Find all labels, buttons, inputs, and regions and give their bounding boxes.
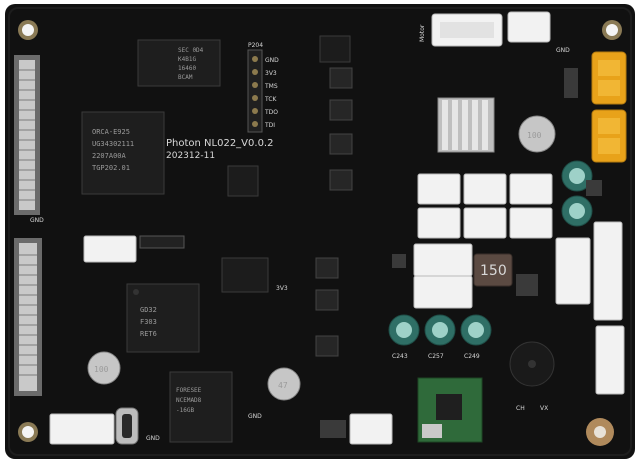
mcu-chip: GD32 F303 RET6 xyxy=(126,283,200,353)
chip-text: K4B1G xyxy=(178,56,196,63)
fpc-connector-bottom xyxy=(14,238,42,396)
chip-text: UG34302111 xyxy=(92,140,134,148)
chip-text: RET6 xyxy=(140,330,157,338)
electrolytic-capacitor: 100 xyxy=(518,115,556,153)
fpc-connector-top xyxy=(14,55,40,215)
chip-text: TGP202.01 xyxy=(92,164,130,172)
electrolytic-capacitor: 100 xyxy=(87,351,121,385)
gnd-label: GND xyxy=(248,413,262,420)
cap-value: 100 xyxy=(527,131,542,140)
buzzer xyxy=(509,341,555,387)
chip-text: BCAM xyxy=(178,74,193,81)
chip-text: -16GB xyxy=(176,407,194,414)
cap-value: 47 xyxy=(278,381,288,390)
usb-c-port xyxy=(115,407,139,445)
teal-capacitor xyxy=(460,314,492,346)
chip-text: 2207A00A xyxy=(92,152,127,160)
electrolytic-capacitor: 47 xyxy=(267,367,301,401)
flash-chip: SEC 0D4 K4B1G 16460 BCAM xyxy=(137,39,221,87)
ch-label: CH xyxy=(516,405,525,412)
power-inductor: 150 xyxy=(473,253,513,287)
chip-text: SEC 0D4 xyxy=(178,47,204,54)
mounting-hole xyxy=(602,20,622,40)
motor-connector xyxy=(431,13,503,47)
emmc-chip: FORESEE NCEMAD8 -16GB xyxy=(169,371,233,443)
motor-label: Motor xyxy=(419,24,426,42)
regulator-array xyxy=(315,67,353,357)
xt-power-connector xyxy=(591,51,627,105)
teal-capacitor xyxy=(388,314,420,346)
board-date-code: 202312-11 xyxy=(166,151,215,161)
gnd-label: GND xyxy=(30,217,44,224)
small-ic xyxy=(227,165,259,197)
chip-text: ORCA-E925 xyxy=(92,128,130,136)
vx-label: VX xyxy=(540,405,548,412)
cap-label: C249 xyxy=(464,353,480,360)
chip-text: 16460 xyxy=(178,65,196,72)
mounting-hole xyxy=(18,20,38,40)
header-pin-label: TDI xyxy=(264,122,275,129)
small-ic xyxy=(319,35,351,63)
gnd-label: GND xyxy=(146,435,160,442)
jst-connector-bottom-left xyxy=(49,413,115,445)
mounting-hole xyxy=(586,418,614,446)
small-components xyxy=(139,68,602,438)
mounting-hole xyxy=(18,422,38,442)
small-ic xyxy=(221,257,269,293)
chip-text: NCEMAD8 xyxy=(176,397,202,404)
gnd-label: GND xyxy=(556,47,570,54)
inductor-value: 150 xyxy=(480,263,507,279)
header-label: P204 xyxy=(248,42,263,49)
jtag-header xyxy=(247,49,263,133)
xt-power-connector xyxy=(591,109,627,163)
connector-small xyxy=(507,11,551,43)
header-pin-label: TDO xyxy=(264,109,278,116)
teal-capacitor xyxy=(561,195,593,227)
cap-label: C257 xyxy=(428,353,444,360)
chip-text: FORESEE xyxy=(176,387,202,394)
jst-connector-bottom xyxy=(349,413,393,445)
cap-label: C243 xyxy=(392,353,408,360)
main-soc-chip: ORCA-E925 UG34302111 2207A00A TGP202.01 xyxy=(81,111,165,195)
heatsink xyxy=(437,97,495,153)
cap-value: 100 xyxy=(94,365,109,374)
chip-text: GD32 xyxy=(140,306,157,314)
chip-text: F303 xyxy=(140,318,157,326)
header-pin-label: TCK xyxy=(264,96,278,103)
3v3-label: 3V3 xyxy=(276,285,288,292)
header-pin-label: 3V3 xyxy=(265,70,277,77)
wifi-module xyxy=(417,377,483,443)
board-model-label: Photon NL022_V0.0.2 xyxy=(166,138,273,149)
header-pin-label: TMS xyxy=(264,83,278,90)
teal-capacitor xyxy=(424,314,456,346)
teal-capacitor xyxy=(561,160,593,192)
jst-connector-grid xyxy=(413,173,625,395)
header-pin-label: GND xyxy=(265,57,279,64)
jst-connector-left xyxy=(83,235,137,263)
